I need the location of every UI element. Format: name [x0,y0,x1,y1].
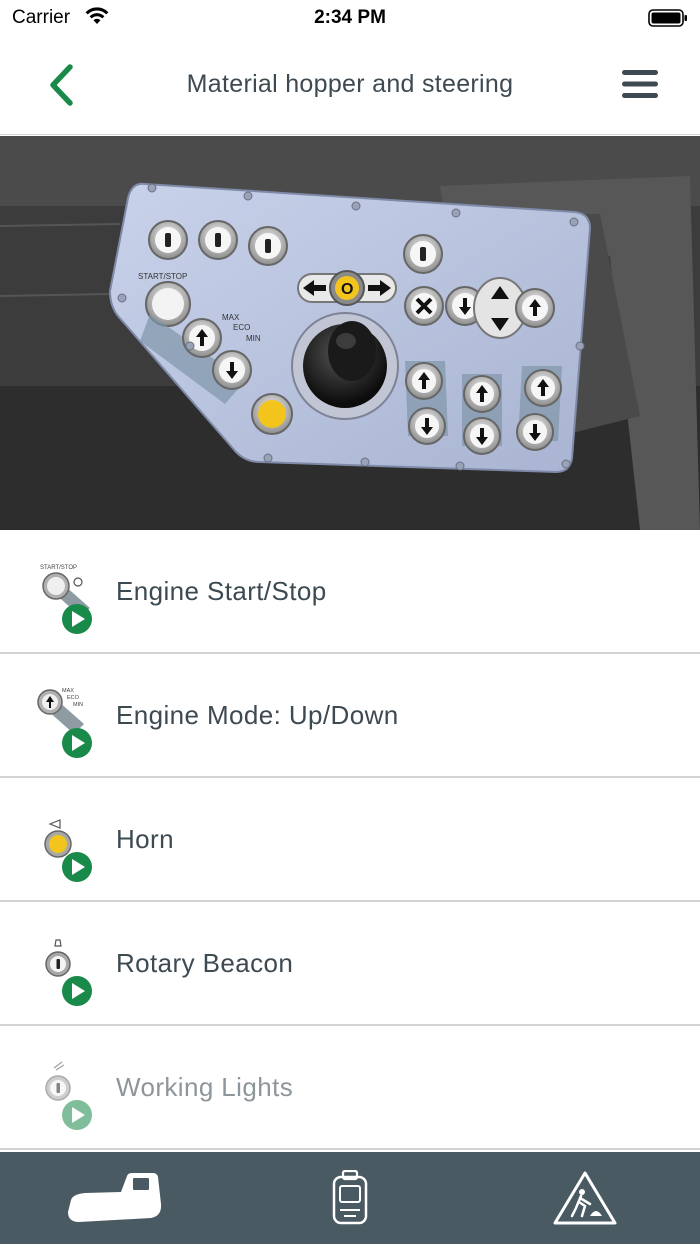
clock: 2:34 PM [314,7,386,28]
roadwork-warning-icon [553,1171,617,1225]
tab-remote-control[interactable] [300,1152,400,1244]
panel-max-label: MAX [222,313,240,322]
wifi-icon [84,6,110,31]
svg-text:START/STOP: START/STOP [40,565,77,571]
tab-bar [0,1152,700,1244]
navigation-bar: Material hopper and steering [0,36,700,135]
battery-icon [648,8,688,33]
list-item-engine-start-stop[interactable]: START/STOP Engine Start/Stop [0,530,700,654]
chevron-left-icon [50,64,73,106]
hamburger-menu-icon [622,70,658,98]
list-item-label: Rotary Beacon [116,948,294,978]
remote-control-icon [332,1170,368,1225]
rotary-beacon-icon [34,932,100,1006]
engine-start-stop-icon: START/STOP [34,560,100,634]
svg-text:MAX: MAX [62,688,74,694]
menu-button[interactable] [620,64,662,104]
page-title: Material hopper and steering [186,70,514,98]
list-item-label: Working Lights [116,1072,294,1102]
engine-mode-icon: MAX ECO MIN [34,684,100,758]
list-item-rotary-beacon[interactable]: Rotary Beacon [0,902,700,1026]
status-bar: Carrier 2:34 PM [0,0,700,36]
list-item-label: Engine Mode: Up/Down [116,700,399,730]
working-lights-icon [34,1056,100,1130]
svg-text:ECO: ECO [67,695,80,701]
list-item-horn[interactable]: Horn [0,778,700,902]
function-list: START/STOP Engine Start/Stop MAX ECO MIN [0,530,700,1152]
list-item-label: Horn [116,824,174,854]
list-item-label: Engine Start/Stop [116,576,327,606]
svg-text:MIN: MIN [73,702,83,708]
list-item-working-lights[interactable]: Working Lights [0,1026,700,1150]
tab-roadwork[interactable] [530,1152,640,1244]
paver-machine-icon [68,1173,162,1222]
panel-eco-label: ECO [233,323,250,332]
svg-text:O: O [341,281,353,298]
panel-min-label: MIN [246,334,261,343]
horn-icon [34,808,100,882]
back-button[interactable] [36,58,86,112]
control-panel-image: START/STOP MAX ECO MIN O [0,136,700,530]
panel-start-stop-label: START/STOP [138,272,187,281]
tab-machine[interactable] [50,1152,180,1244]
list-item-engine-mode[interactable]: MAX ECO MIN Engine Mode: Up/Down [0,654,700,778]
carrier-label: Carrier [12,7,71,28]
